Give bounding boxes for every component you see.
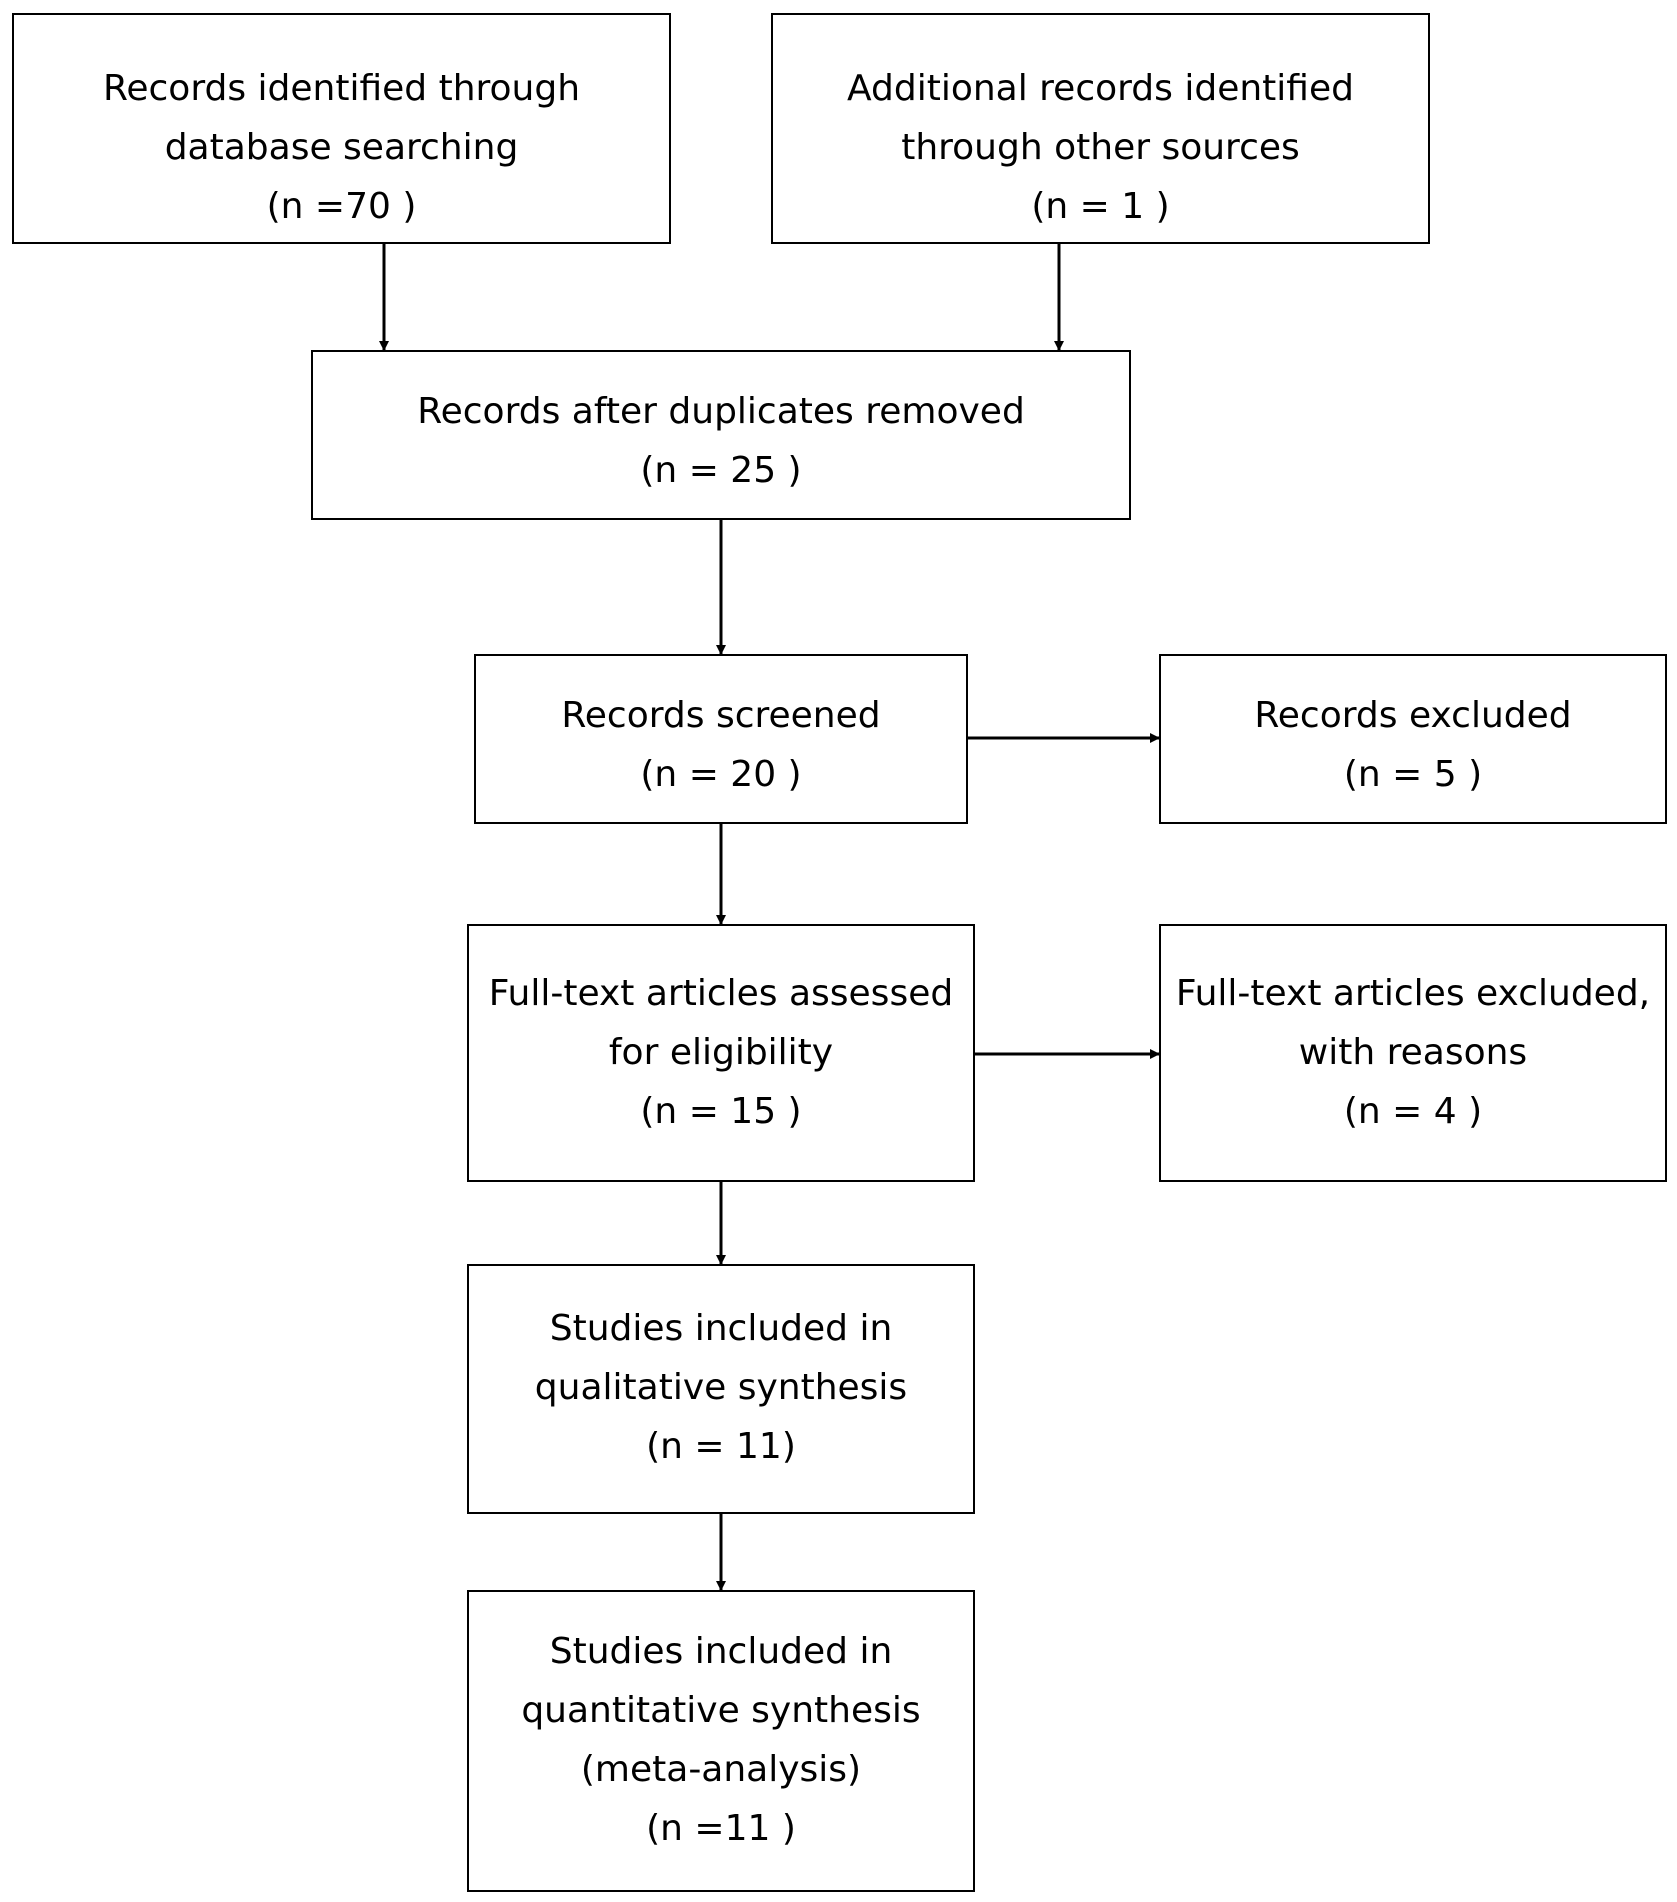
box-text-line: Records after duplicates removed <box>417 391 1025 432</box>
box-text-line: Studies included in <box>549 1631 893 1672</box>
box-text-line: database searching <box>164 127 519 168</box>
box-text-line: Full-text articles assessed <box>488 973 954 1014</box>
box-text-line: (n =70 ) <box>266 186 417 227</box>
box-text-line: (n =11 ) <box>646 1808 796 1849</box>
box-text-line: (n = 5 ) <box>1343 754 1483 795</box>
box-text-line: qualitative synthesis <box>534 1367 908 1408</box>
box-text-line: Full-text articles excluded, <box>1175 973 1651 1014</box>
box-text-line: Records excluded <box>1254 695 1572 736</box>
box-text-line: (n = 20 ) <box>640 754 802 795</box>
records-identified-other-sources-box: Additional records identified through ot… <box>771 13 1430 244</box>
box-text-line: (n = 11) <box>646 1426 796 1467</box>
box-text-line: quantitative synthesis <box>521 1690 921 1731</box>
quantitative-synthesis-box: Studies included in quantitative synthes… <box>467 1590 975 1892</box>
box-text-line: Records screened <box>561 695 881 736</box>
records-screened-box: Records screened (n = 20 ) <box>474 654 968 824</box>
qualitative-synthesis-box: Studies included in qualitative synthesi… <box>467 1264 975 1514</box>
fulltext-excluded-box: Full-text articles excluded, with reason… <box>1159 924 1667 1182</box>
box-text-line: with reasons <box>1298 1032 1528 1073</box>
box-text-line: (n = 4 ) <box>1343 1091 1483 1132</box>
fulltext-assessed-box: Full-text articles assessed for eligibil… <box>467 924 975 1182</box>
records-excluded-box: Records excluded (n = 5 ) <box>1159 654 1667 824</box>
box-text-line: Studies included in <box>549 1308 893 1349</box>
box-text-line: (meta-analysis) <box>580 1749 862 1790</box>
box-text-line: for eligibility <box>608 1032 834 1073</box>
box-text-line: Records identified through <box>102 68 581 109</box>
box-text-line: through other sources <box>901 127 1300 168</box>
records-identified-database-box: Records identified through database sear… <box>12 13 671 244</box>
box-text-line: (n = 1 ) <box>1031 186 1170 227</box>
records-after-duplicates-box: Records after duplicates removed (n = 25… <box>311 350 1131 520</box>
box-text-line: (n = 15 ) <box>640 1091 802 1132</box>
box-text-line: (n = 25 ) <box>640 450 802 491</box>
box-text-line: Additional records identified <box>847 68 1354 109</box>
